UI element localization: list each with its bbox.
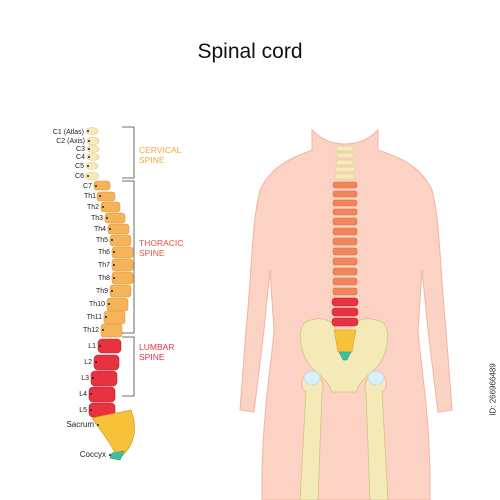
cervical-label-1: CERVICAL bbox=[139, 145, 182, 155]
label-th8: Th8 bbox=[98, 275, 110, 282]
spine-column bbox=[85, 127, 135, 461]
vertebra-th9 bbox=[109, 284, 132, 298]
label-c6: C6 bbox=[75, 173, 84, 180]
vertebra-th2 bbox=[100, 201, 121, 213]
label-th12: Th12 bbox=[83, 327, 99, 334]
vertebra-l3 bbox=[90, 370, 118, 387]
label-l3: L3 bbox=[81, 375, 89, 382]
vertebra-c2 bbox=[86, 136, 100, 146]
vertebra-th12 bbox=[100, 323, 123, 338]
label-th10: Th10 bbox=[89, 301, 105, 308]
body-thoracic bbox=[332, 181, 358, 296]
cervical-vertebrae bbox=[85, 127, 100, 181]
label-th9: Th9 bbox=[96, 288, 108, 295]
body-coccyx bbox=[338, 351, 352, 361]
label-c4: C4 bbox=[76, 154, 85, 161]
cervical-label-2: SPINE bbox=[139, 155, 165, 165]
label-c1: C1 (Atlas) bbox=[53, 129, 84, 136]
bracket-cervical bbox=[122, 126, 135, 179]
body-lumbar bbox=[331, 297, 359, 327]
label-th5: Th5 bbox=[96, 237, 108, 244]
image-id-text: ID: 266966489 bbox=[488, 363, 498, 416]
thoracic-label-2: SPINE bbox=[139, 248, 165, 258]
left-hip-joint bbox=[303, 370, 321, 386]
thoracic-label-1: THORACIC bbox=[139, 238, 183, 248]
label-th7: Th7 bbox=[98, 262, 110, 269]
body-sacrum bbox=[333, 329, 357, 353]
vertebra-c1 bbox=[85, 127, 99, 135]
vertebra-c4 bbox=[86, 153, 100, 161]
vertebra-c6 bbox=[85, 171, 99, 181]
vertebra-th3 bbox=[104, 212, 126, 224]
thoracic-vertebrae bbox=[93, 180, 134, 338]
lumbar-vertebrae bbox=[88, 338, 122, 418]
label-coccyx: Coccyx bbox=[80, 450, 106, 459]
bracket-thoracic bbox=[122, 180, 135, 334]
vertebra-c5 bbox=[85, 162, 99, 170]
label-c5: C5 bbox=[75, 163, 84, 170]
leader-dots bbox=[87, 130, 115, 456]
vertebra-th10 bbox=[106, 297, 129, 312]
vertebra-c3 bbox=[86, 145, 100, 153]
vertebra-th1 bbox=[96, 191, 116, 202]
label-th3: Th3 bbox=[91, 215, 103, 222]
lumbar-label-1: LUMBAR bbox=[139, 342, 174, 352]
lumbar-label-2: SPINE bbox=[139, 352, 165, 362]
vertebra-th8 bbox=[111, 271, 134, 285]
label-l4: L4 bbox=[79, 391, 87, 398]
vertebra-l1 bbox=[97, 338, 122, 354]
vertebra-th11 bbox=[103, 310, 126, 325]
page-title: Spinal cord bbox=[197, 40, 303, 63]
bracket-lumbar bbox=[122, 336, 135, 397]
vertebra-th6 bbox=[111, 246, 134, 259]
vertebra-labels: C1 (Atlas) C2 (Axis) C3 C4 C5 C6 C7 Th1 … bbox=[53, 129, 110, 459]
label-th11: Th11 bbox=[87, 314, 103, 321]
body-cervical bbox=[334, 145, 356, 180]
body-figure bbox=[239, 128, 453, 500]
label-sacrum: Sacrum bbox=[66, 420, 94, 429]
sacrum-bone bbox=[91, 409, 135, 461]
vertebra-th5 bbox=[109, 234, 132, 247]
label-th6: Th6 bbox=[98, 249, 110, 256]
label-c3: C3 bbox=[76, 146, 85, 153]
vertebra-th7 bbox=[111, 258, 134, 272]
label-c2: C2 (Axis) bbox=[56, 138, 85, 145]
region-brackets bbox=[122, 126, 135, 397]
region-labels: CERVICAL SPINE THORACIC SPINE LUMBAR SPI… bbox=[139, 145, 183, 362]
label-th2: Th2 bbox=[87, 204, 99, 211]
label-th1: Th1 bbox=[84, 193, 96, 200]
vertebra-l4 bbox=[88, 386, 116, 403]
label-l1: L1 bbox=[88, 343, 96, 350]
label-l5: L5 bbox=[79, 407, 87, 414]
label-l2: L2 bbox=[84, 359, 92, 366]
vertebra-l2 bbox=[93, 354, 120, 371]
vertebra-c7 bbox=[93, 180, 111, 191]
vertebra-th4 bbox=[107, 223, 130, 235]
right-hip-joint bbox=[367, 370, 385, 386]
label-th4: Th4 bbox=[94, 226, 106, 233]
coccyx-bone bbox=[109, 450, 125, 461]
side-watermark: ID: 266966489 bbox=[488, 290, 498, 490]
label-c7: C7 bbox=[83, 183, 92, 190]
